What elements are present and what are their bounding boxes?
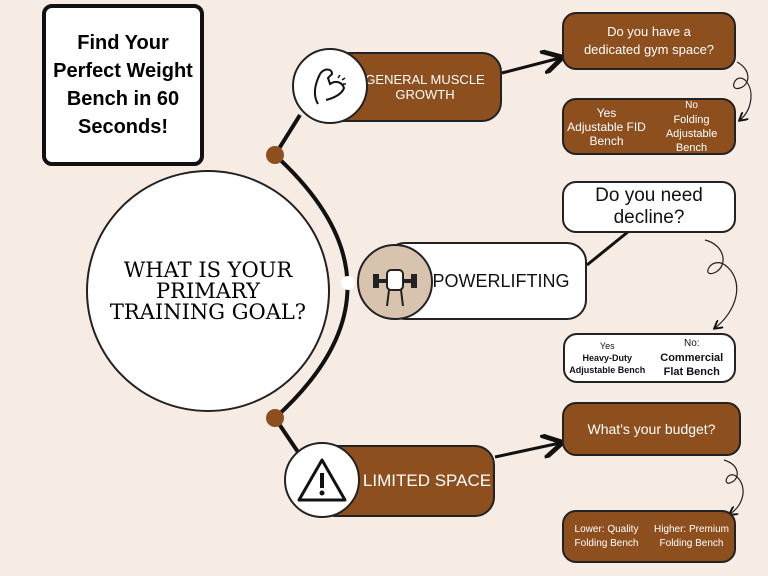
node-dot: [341, 276, 355, 290]
answer-label: Yes: [596, 105, 617, 120]
answer-result: Quality Folding Bench: [574, 523, 639, 549]
answer-label: Higher:: [653, 523, 687, 535]
answer-label: Lower:: [574, 523, 605, 535]
fist-dumbbell-icon: [357, 244, 433, 320]
flexed-bicep-icon: [292, 48, 368, 124]
goal-label: POWERLIFTING: [432, 270, 570, 291]
answer-result: Premium Folding Bench: [659, 523, 730, 549]
warning-icon: [284, 442, 360, 518]
answer-result: Heavy-Duty Adjustable Bench: [569, 353, 646, 375]
question-decline: Do you need decline?: [562, 181, 736, 233]
answer-result: Adjustable FID Bench: [567, 119, 646, 148]
answer-label: Yes: [599, 341, 615, 351]
goal-label: GENERAL MUSCLE GROWTH: [365, 72, 485, 102]
central-question: WHAT IS YOUR PRIMARY TRAINING GOAL?: [86, 170, 330, 412]
answers-budget: Lower: Quality Folding Bench Higher: Pre…: [562, 510, 736, 563]
goal-label: LIMITED SPACE: [362, 471, 492, 490]
node-dot: [266, 409, 284, 427]
node-dot: [266, 146, 284, 164]
question-budget: What's your budget?: [562, 402, 741, 456]
answer-result: Commercial Flat Bench: [660, 352, 724, 378]
answer-result: Folding Adjustable Bench: [665, 113, 718, 154]
answer-label: No:: [683, 338, 700, 349]
question-gym-space: Do you have a dedicated gym space?: [562, 12, 736, 70]
answer-label: No: [685, 99, 698, 111]
page-title: Find Your Perfect Weight Bench in 60 Sec…: [42, 4, 204, 166]
